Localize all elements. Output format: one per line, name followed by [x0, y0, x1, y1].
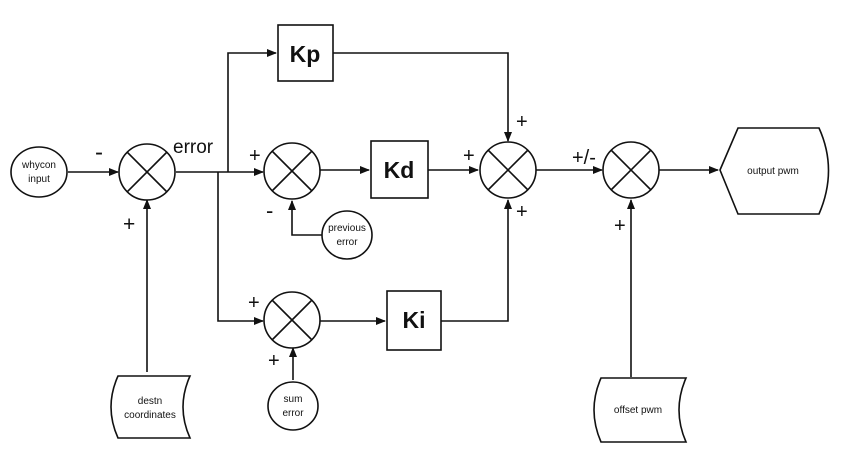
previous-error-label-line2: error — [336, 237, 358, 248]
sum-error-node — [267, 381, 319, 431]
integ-plus-bottom-sign: + — [268, 350, 280, 372]
main-minus-sign: - — [95, 139, 103, 166]
whycon-label-line2: input — [28, 174, 50, 185]
ki-to-combine-line — [441, 199, 512, 322]
destn-label-line1: destn — [138, 396, 162, 407]
output-pwm-label: output pwm — [747, 166, 799, 177]
ki-block — [386, 290, 442, 351]
combine-summing-junction — [479, 141, 537, 199]
previous-to-deriv-sum-line — [288, 200, 322, 236]
destn-label-line2: coordinates — [124, 410, 176, 421]
previous-error-label-line1: previous — [328, 223, 366, 234]
kp-label: Kp — [290, 41, 321, 67]
kp-block — [277, 24, 334, 82]
whycon-input-node — [10, 146, 68, 198]
error-signal-label: error — [173, 137, 214, 158]
kp-to-combine-line — [333, 52, 512, 142]
output-pwm-display — [719, 127, 830, 215]
kd-label: Kd — [384, 157, 415, 183]
main-plus-sign: + — [123, 213, 135, 236]
offset-pwm-label: offset pwm — [614, 405, 662, 416]
integ-plus-top-sign: + — [248, 292, 260, 314]
destn-coordinates-storage — [110, 375, 192, 439]
error-to-kp-line — [227, 49, 277, 172]
kd-block — [370, 140, 429, 199]
sum-error-label-line2: error — [282, 408, 304, 419]
sum-error-label-line1: sum — [284, 394, 303, 405]
combine-plus-top-sign: + — [516, 111, 528, 133]
combine-plus-bottom-sign: + — [516, 201, 528, 223]
offset-plus-minus-sign: +/- — [572, 147, 596, 169]
combine-plus-left-sign: + — [463, 145, 475, 167]
previous-error-node — [321, 210, 373, 260]
ki-label: Ki — [403, 307, 426, 333]
offset-summing-junction — [602, 141, 660, 199]
whycon-label-line1: whycon — [21, 160, 56, 171]
derivative-summing-junction — [263, 142, 321, 200]
error-to-integ-sum-line — [217, 172, 264, 325]
offset-pwm-storage — [593, 377, 688, 443]
main-summing-junction — [118, 143, 176, 201]
deriv-minus-sign: - — [266, 198, 273, 223]
integral-summing-junction — [263, 291, 321, 349]
deriv-plus-sign: + — [249, 145, 261, 167]
offset-plus-sign: + — [614, 215, 626, 237]
